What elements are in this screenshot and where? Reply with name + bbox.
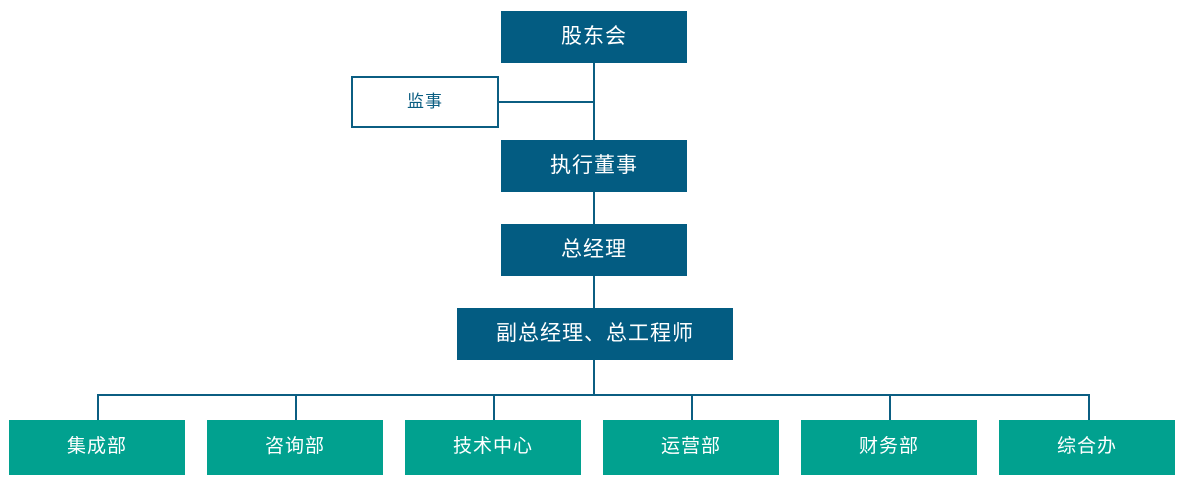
node-deputy-general-manager-chief-engineer[interactable]: 副总经理、总工程师 (457, 308, 733, 360)
node-department-finance[interactable]: 财务部 (801, 420, 977, 475)
connector-bus-to-integration (97, 394, 99, 420)
connector-shareholders-to-supervisor (499, 101, 594, 103)
node-department-general-admin[interactable]: 综合办 (999, 420, 1175, 475)
connector-shareholders-to-executive (593, 63, 595, 140)
node-general-manager[interactable]: 总经理 (501, 224, 687, 276)
connector-bus-to-operations (691, 394, 693, 420)
connector-bus-to-consulting (295, 394, 297, 420)
connector-bus-to-finance (889, 394, 891, 420)
connector-executive-to-gm (593, 192, 595, 224)
node-department-operations[interactable]: 运营部 (603, 420, 779, 475)
node-department-consulting[interactable]: 咨询部 (207, 420, 383, 475)
connector-bus-to-general-admin (1088, 394, 1090, 420)
department-row: 集成部 咨询部 技术中心 运营部 财务部 综合办 (0, 420, 1188, 475)
node-supervisor[interactable]: 监事 (351, 76, 499, 128)
connector-bus-to-tech-center (493, 394, 495, 420)
node-department-tech-center[interactable]: 技术中心 (405, 420, 581, 475)
node-executive-director[interactable]: 执行董事 (501, 140, 687, 192)
connector-gm-to-deputy (593, 276, 595, 308)
connector-department-bus (97, 394, 1090, 396)
connector-deputy-to-bus (593, 360, 595, 395)
node-department-integration[interactable]: 集成部 (9, 420, 185, 475)
node-shareholders[interactable]: 股东会 (501, 11, 687, 63)
